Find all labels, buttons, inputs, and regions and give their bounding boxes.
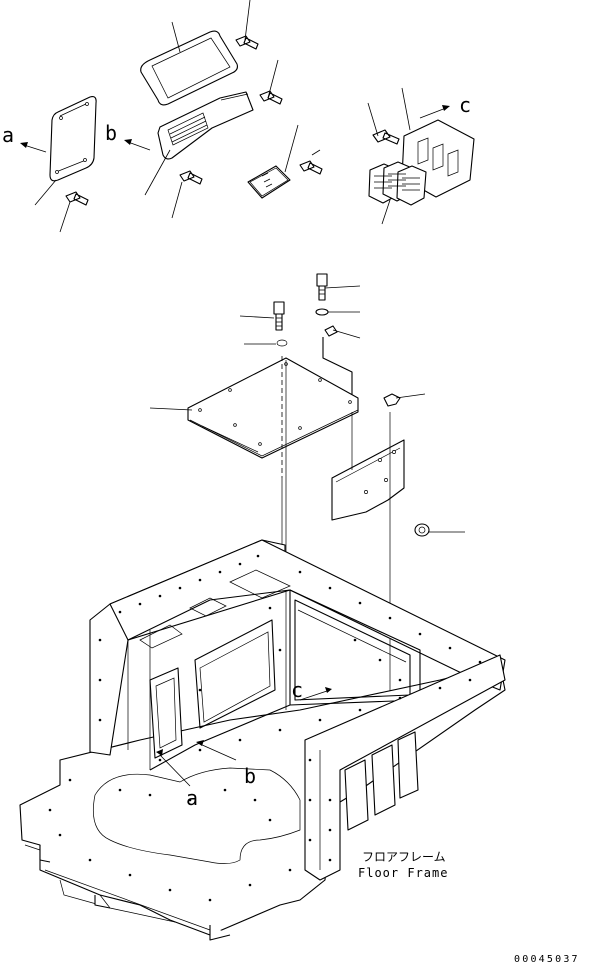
floor-frame-label-english: Floor Frame bbox=[358, 866, 448, 880]
bolt-icon bbox=[273, 301, 285, 331]
plug-icon bbox=[383, 393, 430, 537]
cover-plate-top bbox=[140, 30, 238, 106]
callout-a-top: a bbox=[2, 123, 14, 147]
washer-icon bbox=[276, 308, 329, 347]
callout-a-frame: a bbox=[186, 786, 198, 810]
bolt-icon bbox=[235, 35, 259, 50]
bolt-icon bbox=[65, 191, 89, 206]
drawing-number: 00045037 bbox=[514, 954, 580, 965]
leader-lines-top bbox=[23, 0, 447, 233]
callout-c-top: c bbox=[459, 93, 471, 117]
floor-frame-label-japanese: フロアフレーム bbox=[362, 850, 446, 864]
cover-plate-a bbox=[49, 96, 97, 182]
leader-lines-middle bbox=[149, 285, 465, 533]
bolt-icon bbox=[372, 129, 400, 145]
bolt-icon bbox=[299, 160, 323, 175]
callout-c-frame: c bbox=[291, 678, 303, 702]
arrow-icon bbox=[156, 687, 332, 756]
small-plate bbox=[247, 165, 291, 199]
side-bracket bbox=[331, 439, 405, 521]
leader-lines-frame bbox=[159, 689, 331, 787]
bracket-support bbox=[322, 337, 353, 410]
callout-b-top: b bbox=[105, 121, 117, 145]
bolt-icon bbox=[259, 90, 283, 105]
bolt-icon bbox=[316, 273, 328, 301]
floor-frame bbox=[19, 539, 506, 941]
gasket-b bbox=[157, 91, 254, 160]
switch-group bbox=[368, 161, 427, 206]
arrow-icon bbox=[20, 105, 450, 148]
bolt-icon bbox=[179, 170, 203, 185]
floor-plate bbox=[187, 357, 359, 459]
callout-b-frame: b bbox=[244, 764, 256, 788]
clip-icon bbox=[324, 325, 338, 337]
